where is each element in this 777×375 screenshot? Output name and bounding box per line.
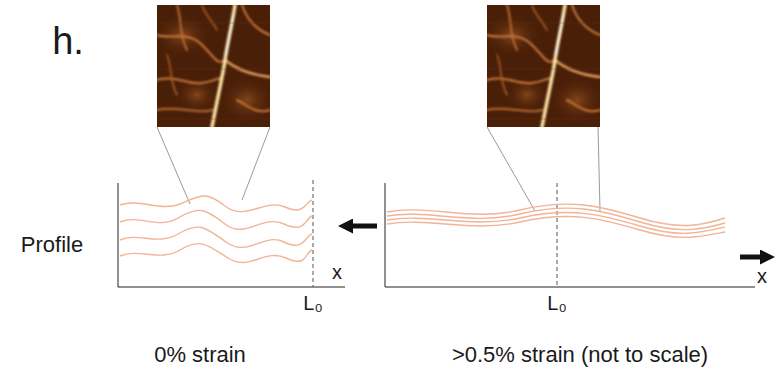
panel-label: h. [52, 21, 84, 63]
axis-title: Profile [21, 233, 83, 257]
profile-lines [120, 196, 725, 263]
length-label: L₀ [547, 292, 566, 314]
axis-label: x [757, 265, 767, 287]
leader-lines [157, 127, 600, 211]
axes [118, 183, 755, 287]
axis-label: x [332, 261, 342, 283]
length-label: L₀ [303, 292, 322, 314]
afm-image [152, 5, 275, 127]
afm-image [482, 5, 605, 127]
condition-label: >0.5% strain (not to scale) [452, 343, 708, 367]
strain-arrows [350, 226, 763, 257]
condition-label: 0% strain [154, 343, 246, 367]
length-marker [313, 180, 557, 287]
